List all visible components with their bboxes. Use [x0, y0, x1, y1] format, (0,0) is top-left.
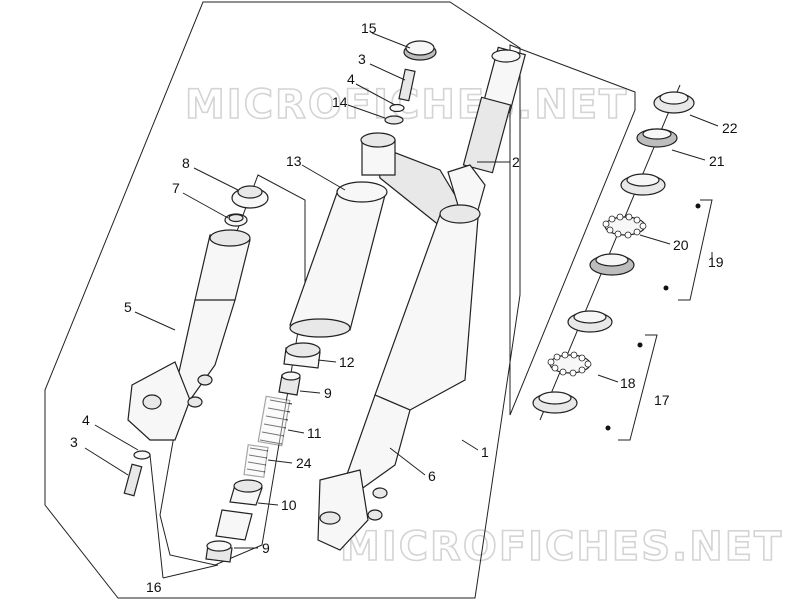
label-4-top: 4 [347, 71, 355, 87]
fork-leg-right [317, 204, 481, 551]
dot-19a [695, 203, 701, 209]
label-8: 8 [182, 155, 190, 171]
label-5: 5 [124, 299, 132, 315]
label-2: 2 [512, 154, 520, 170]
ball-race-18 [547, 351, 592, 377]
fork-leg-left [127, 229, 251, 441]
label-16: 16 [146, 579, 162, 595]
spring-24 [243, 444, 269, 478]
bearing-cup-upper [620, 173, 666, 196]
label-10: 10 [281, 497, 297, 513]
label-3-bottom: 3 [70, 434, 78, 450]
bearing-cup-lower-19 [589, 253, 635, 276]
bushing-12 [283, 342, 321, 369]
label-24: 24 [296, 455, 312, 471]
washer-4-bottom [133, 450, 151, 460]
label-19: 19 [708, 254, 724, 270]
bracket-17 [618, 334, 658, 441]
label-11: 11 [307, 425, 322, 441]
watermark-bottom: MICROFICHES.NET [340, 524, 783, 570]
assembly-outline-steering-bearings [509, 44, 636, 416]
label-3-top: 3 [358, 51, 366, 67]
lock-nut-22 [653, 91, 695, 114]
assembly-outline-main [44, 1, 521, 599]
sleeve-10 [215, 479, 263, 541]
bearing-cup-lower-17 [532, 391, 578, 414]
washer-4-top [389, 103, 405, 113]
label-12: 12 [339, 354, 355, 370]
label-15: 15 [361, 20, 377, 36]
spring-seat-9-lower [205, 540, 233, 563]
screw-3-top [398, 68, 416, 102]
ball-race-20 [602, 213, 647, 239]
label-14: 14 [332, 94, 348, 110]
spring-seat-9-upper [278, 371, 301, 396]
dot-19b [663, 285, 669, 291]
upper-clamp-left [360, 132, 396, 176]
label-9-upper: 9 [324, 385, 332, 401]
label-20: 20 [673, 237, 689, 253]
dust-cap-8 [231, 185, 269, 209]
seal-ring-7 [224, 213, 248, 227]
label-21: 21 [709, 153, 725, 169]
label-9-lower: 9 [262, 540, 270, 556]
label-17: 17 [654, 392, 670, 408]
dot-17b [605, 425, 611, 431]
label-7: 7 [172, 180, 180, 196]
label-18: 18 [620, 375, 636, 391]
dot-17a [637, 342, 643, 348]
bearing-cup-upper-17 [567, 310, 613, 333]
spring-11 [257, 395, 293, 447]
label-6: 6 [428, 468, 436, 484]
leader-lines [84, 32, 719, 579]
screw-3-bottom [123, 463, 143, 497]
steering-stem [374, 46, 527, 231]
label-1: 1 [481, 444, 489, 460]
washer-14 [384, 115, 404, 125]
bracket-19 [678, 199, 713, 301]
washer-21 [636, 128, 678, 148]
upper-fork-tube-left [289, 181, 388, 338]
label-22: 22 [722, 120, 738, 136]
top-plug-15 [403, 40, 437, 61]
label-13: 13 [286, 153, 302, 169]
label-4-bottom: 4 [82, 412, 90, 428]
